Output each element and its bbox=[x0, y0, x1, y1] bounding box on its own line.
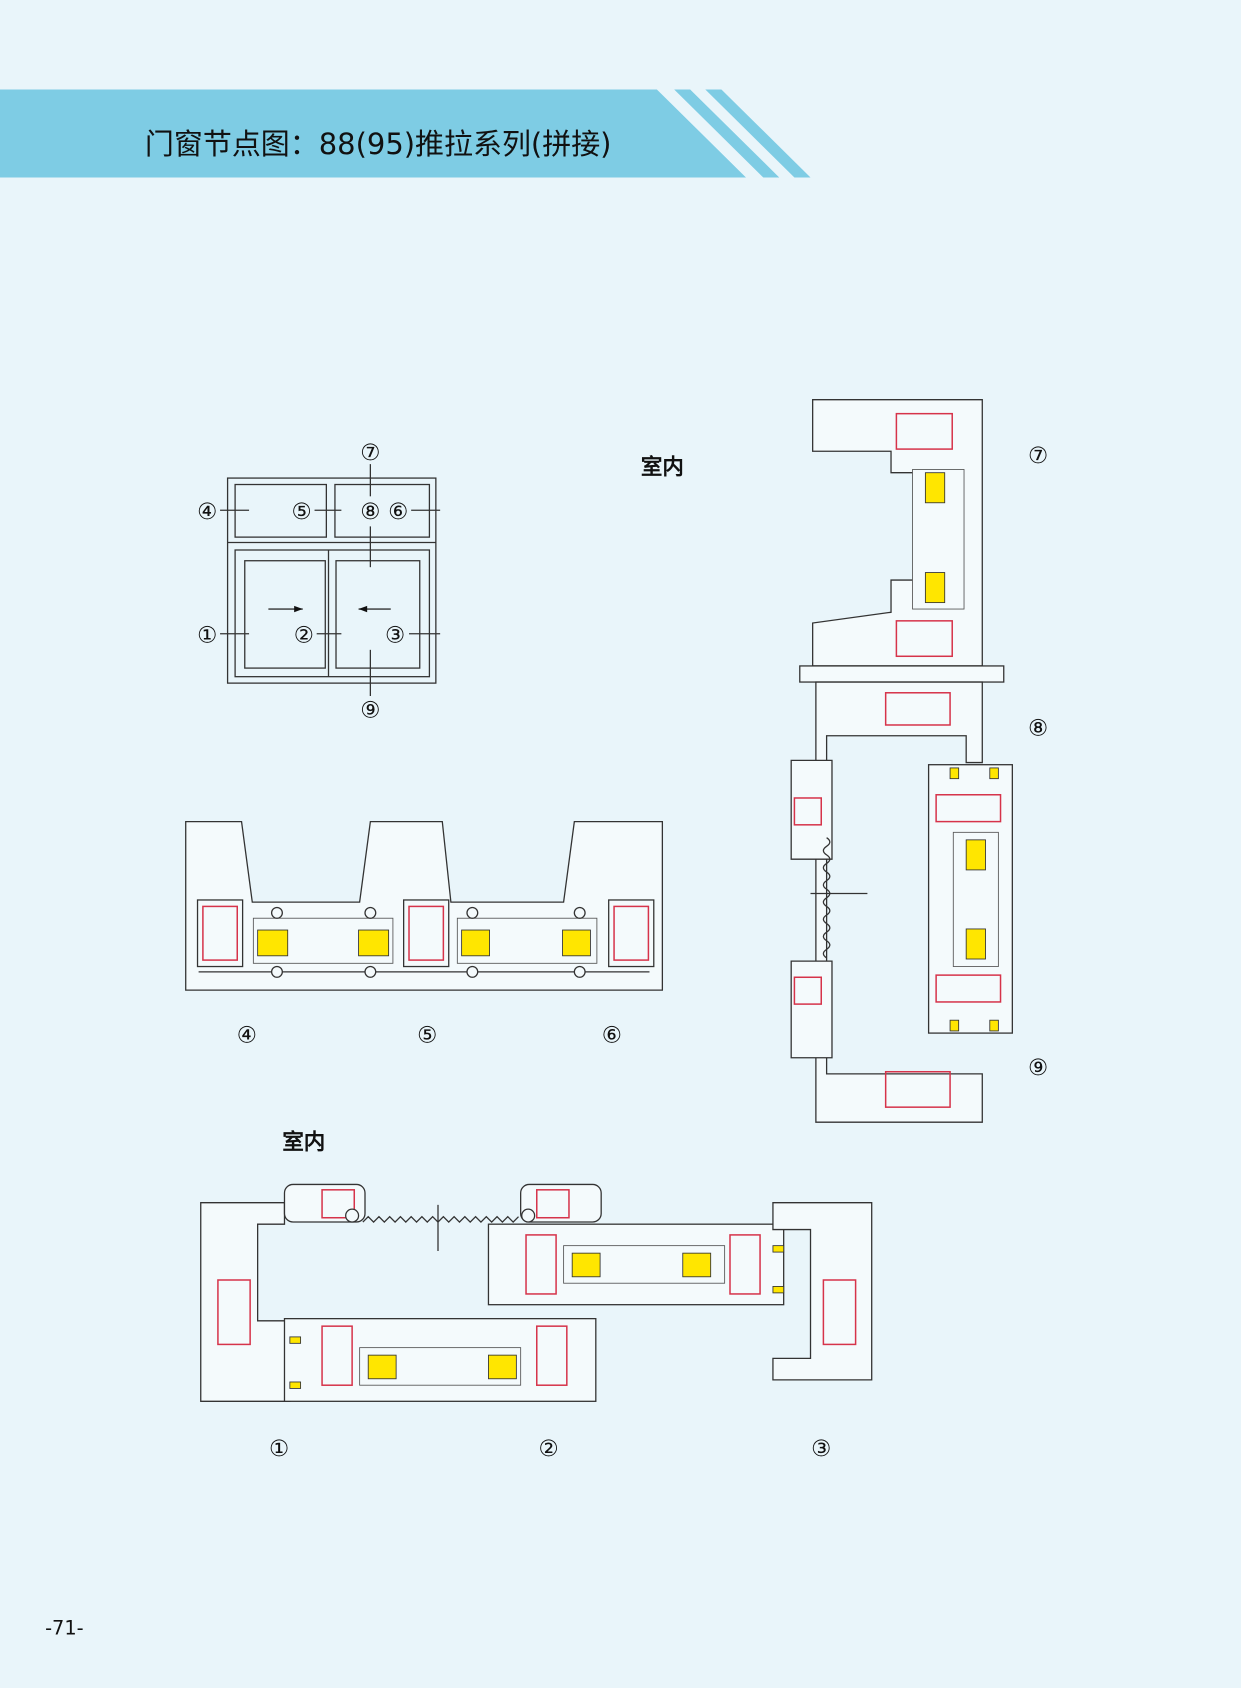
marker-5: ⑤ bbox=[292, 499, 312, 525]
indoor-label-bottom: 室内 bbox=[282, 1129, 325, 1155]
marker-8: ⑧ bbox=[360, 499, 380, 525]
section-marker-2: ② bbox=[538, 1436, 558, 1462]
section-marker-3: ③ bbox=[811, 1436, 831, 1462]
marker-1: ① bbox=[197, 622, 217, 648]
section-sliding-1-2-3: ① ② ③ bbox=[200, 1183, 873, 1462]
title-banner: 门窗节点图：88(95)推拉系列(拼接) bbox=[0, 89, 811, 178]
section-marker-8: ⑧ bbox=[1028, 716, 1048, 742]
indoor-label-top: 室内 bbox=[641, 454, 684, 480]
marker-7: ⑦ bbox=[360, 440, 380, 466]
section-marker-4: ④ bbox=[237, 1023, 257, 1049]
marker-3: ③ bbox=[385, 622, 405, 648]
section-transom-4-5-6: ④ ⑤ ⑥ bbox=[185, 820, 664, 1049]
section-marker-7: ⑦ bbox=[1028, 443, 1048, 469]
section-marker-6: ⑥ bbox=[602, 1023, 622, 1049]
section-marker-9: ⑨ bbox=[1028, 1055, 1048, 1081]
marker-9: ⑨ bbox=[360, 697, 380, 723]
marker-2: ② bbox=[294, 622, 314, 648]
page-number: -71- bbox=[45, 1616, 84, 1639]
window-elevation: ⑦ ④ ⑤ ⑧ ⑥ ① ② ③ ⑨ bbox=[197, 440, 441, 723]
marker-6: ⑥ bbox=[388, 499, 408, 525]
marker-4: ④ bbox=[197, 499, 217, 525]
section-marker-1: ① bbox=[269, 1436, 289, 1462]
section-vertical-7-8-9: ⑦ ⑧ ⑨ bbox=[790, 399, 1048, 1123]
section-marker-5: ⑤ bbox=[417, 1023, 437, 1049]
page-title: 门窗节点图：88(95)推拉系列(拼接) bbox=[145, 127, 612, 161]
